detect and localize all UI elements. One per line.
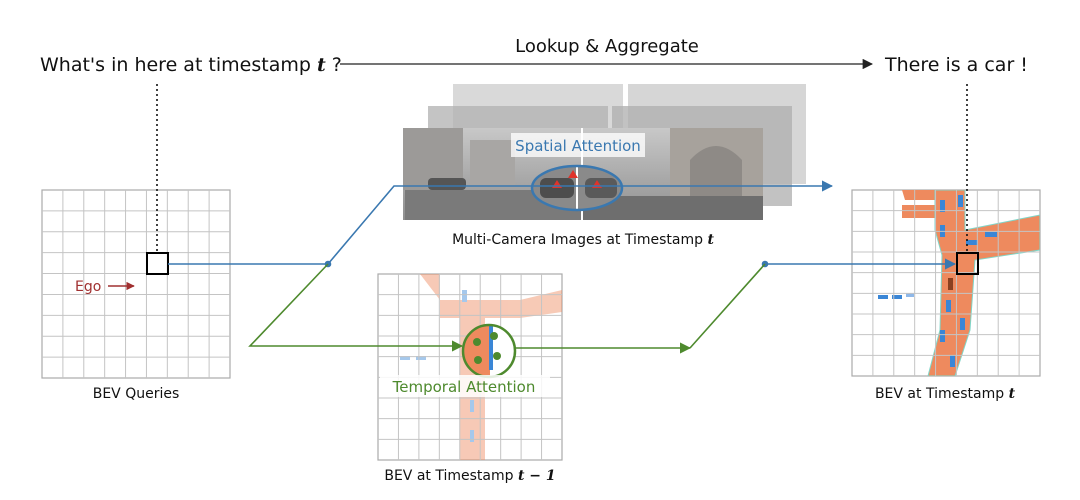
- temporal-flow: [248, 263, 766, 354]
- bev-current-caption: BEV at Timestamp t: [875, 386, 1016, 402]
- bev-prev-caption: BEV at Timestamp t − 1: [384, 468, 555, 484]
- header: What's in here at timestamp t ? Lookup &…: [40, 36, 1028, 76]
- temporal-ref-point: [493, 352, 501, 360]
- bev-prev-grid: Temporal Attention: [377, 273, 563, 461]
- temporal-attention-label: Temporal Attention: [392, 378, 536, 396]
- red-ref-point: [568, 170, 578, 178]
- bev-queries-caption: BEV Queries: [93, 386, 180, 402]
- spatial-attention-oval: [530, 164, 624, 212]
- question-text: What's in here at timestamp t ?: [40, 54, 342, 76]
- bev-current-grid: [851, 84, 1041, 377]
- spatial-attention-label: Spatial Attention: [515, 137, 641, 155]
- temporal-ref-point: [490, 332, 498, 340]
- lookup-aggregate-label: Lookup & Aggregate: [515, 36, 699, 57]
- answer-text: There is a car !: [884, 54, 1028, 76]
- ego-label: Ego: [75, 279, 101, 295]
- bev-queries-grid: Ego: [41, 84, 231, 379]
- temporal-ref-point: [474, 356, 482, 364]
- camera-caption: Multi-Camera Images at Timestamp t: [452, 232, 714, 248]
- camera-images: Spatial Attention: [403, 84, 806, 220]
- temporal-ref-point: [473, 338, 481, 346]
- answer-cell: [956, 252, 979, 275]
